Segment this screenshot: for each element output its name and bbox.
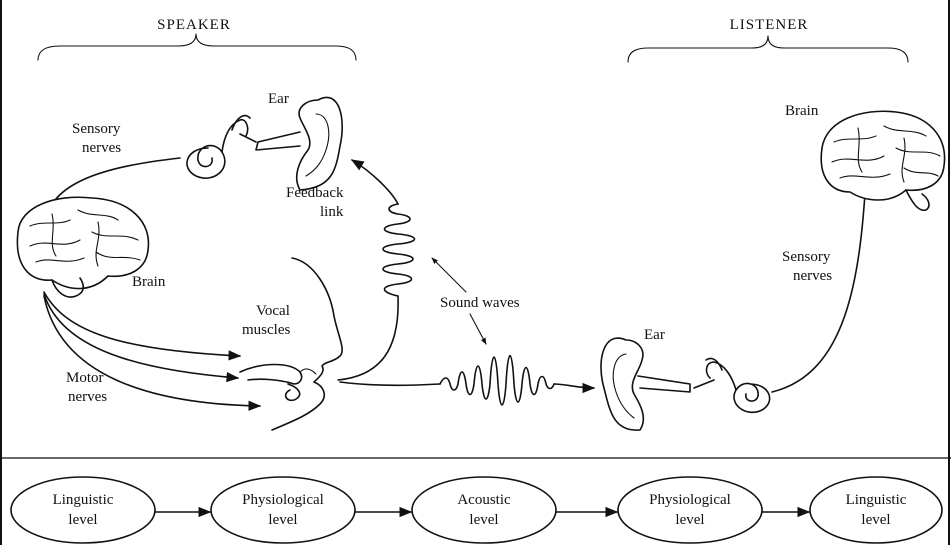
level-ellipse-physiological-listener: [618, 477, 762, 543]
level-ellipse-acoustic: [412, 477, 556, 543]
level-5-line2: level: [861, 512, 890, 528]
listener-ear-icon: [601, 338, 690, 430]
listener-brain-label: Brain: [785, 103, 819, 119]
feedback-path-lower: [338, 296, 398, 380]
speaker-mouth-icon: [240, 365, 316, 401]
level-4-line2: level: [675, 512, 704, 528]
listener-brace: [628, 36, 908, 62]
levels-row: Linguistic level Physiological level Aco…: [11, 477, 942, 543]
sound-wave-icon: [440, 356, 554, 406]
airborne-path: [340, 382, 440, 385]
motor-nerves-line1: Motor: [66, 370, 104, 386]
speaker-brain-label: Brain: [132, 274, 166, 290]
listener-brain-icon: [821, 111, 944, 210]
level-3-line1: Acoustic: [457, 492, 511, 508]
speaker-heading: SPEAKER: [157, 17, 231, 33]
level-2-line1: Physiological: [242, 492, 324, 508]
listener-sensory-line1: Sensory: [782, 249, 831, 265]
feedback-link-line2: link: [320, 204, 344, 220]
sound-waves-pointer-up: [432, 258, 466, 292]
feedback-wave-icon: [383, 204, 415, 296]
listener-cochlea-icon: [694, 358, 770, 412]
motor-nerve-arrow-1: [44, 292, 240, 356]
level-1-line1: Linguistic: [53, 492, 114, 508]
sound-waves-label: Sound waves: [440, 295, 520, 311]
speaker-sensory-line1: Sensory: [72, 121, 121, 137]
sound-waves-pointer-down: [470, 314, 486, 344]
level-ellipse-physiological-speaker: [211, 477, 355, 543]
motor-nerves-line2: nerves: [68, 389, 107, 405]
speaker-ear-icon: [256, 97, 342, 190]
level-1-line2: level: [68, 512, 97, 528]
level-5-line1: Linguistic: [846, 492, 907, 508]
listener-ear-label: Ear: [644, 327, 665, 343]
feedback-arrow-to-ear: [352, 160, 398, 204]
level-4-line1: Physiological: [649, 492, 731, 508]
speaker-ear-label: Ear: [268, 91, 289, 107]
listener-sensory-line2: nerves: [793, 268, 832, 284]
level-ellipse-linguistic-speaker: [11, 477, 155, 543]
motor-nerve-arrow-2: [44, 294, 238, 378]
speaker-sensory-line2: nerves: [82, 140, 121, 156]
speaker-brain-icon: [17, 197, 148, 297]
level-3-line2: level: [469, 512, 498, 528]
speaker-cochlea-icon: [187, 116, 256, 178]
feedback-link-line1: Feedback: [286, 185, 344, 201]
vocal-muscles-line2: muscles: [242, 322, 290, 338]
level-ellipse-linguistic-listener: [810, 477, 942, 543]
listener-heading: LISTENER: [730, 17, 809, 33]
speaker-brace: [38, 34, 356, 60]
vocal-muscles-line1: Vocal: [256, 303, 290, 319]
speaker-face-profile: [272, 258, 342, 430]
listener-sensory-nerve-arrow: [772, 178, 866, 392]
sound-to-listener-arrow: [554, 384, 594, 388]
level-2-line2: level: [268, 512, 297, 528]
